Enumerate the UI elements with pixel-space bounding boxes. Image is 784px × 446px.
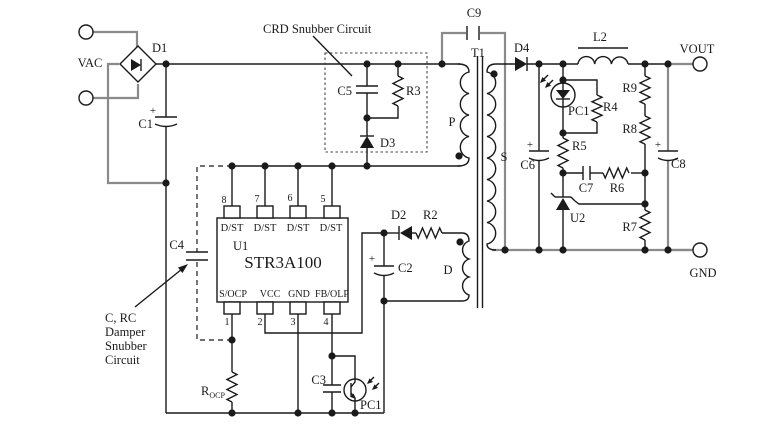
c4-label: C4	[169, 238, 184, 252]
pin1-function-label: S/OCP	[219, 289, 247, 300]
cap-c2	[373, 265, 395, 277]
aux-winding-label: D	[443, 263, 452, 277]
d4-label: D4	[514, 41, 530, 55]
ic-u1-str3a100	[216, 205, 349, 315]
c9-label: C9	[467, 6, 482, 20]
d3-label: D3	[380, 136, 395, 150]
c2-plus: +	[369, 253, 375, 265]
crd-snubber-box	[312, 35, 428, 153]
r6-label: R6	[610, 181, 625, 195]
c2-label: C2	[398, 261, 413, 275]
resistor-r7	[638, 209, 652, 241]
pin8-number: 8	[222, 195, 227, 206]
cap-c1	[154, 116, 178, 128]
secondary-polarity-dot	[490, 70, 498, 78]
ac-input-terminals	[78, 24, 94, 106]
t1-label: T1	[471, 46, 485, 60]
r9-label: R9	[622, 81, 637, 95]
r8-label: R8	[622, 122, 637, 136]
u1-part-label: STR3A100	[244, 253, 321, 272]
optocoupler-pc1-led	[540, 74, 576, 108]
crd-snubber-label: CRD Snubber Circuit	[263, 22, 372, 36]
pin7-function-label: D/ST	[254, 223, 277, 234]
transformer-t1	[455, 56, 498, 308]
damper-label-line3: Snubber	[105, 339, 148, 353]
primary-polarity-dot	[455, 152, 463, 160]
pin3-number: 3	[291, 317, 296, 328]
vac-label: VAC	[78, 56, 103, 70]
pc1-led-label: PC1	[568, 104, 590, 118]
diode-d2	[398, 226, 412, 240]
shunt-regulator-u2	[550, 192, 576, 210]
vout-label: VOUT	[680, 42, 715, 56]
primary-winding-label: P	[449, 115, 456, 129]
labels: VAC D1 C1 + CRD Snubber Circuit C5 R3 D3…	[78, 6, 717, 412]
r3-label: R3	[406, 84, 421, 98]
gray-wires	[93, 30, 693, 252]
secondary-winding-label: S	[501, 150, 508, 164]
c8-label: C8	[671, 157, 686, 171]
pin4-number: 4	[324, 317, 329, 328]
pc1-transistor-label: PC1	[360, 398, 382, 412]
pin3-function-label: GND	[288, 289, 310, 300]
gnd-label: GND	[689, 266, 716, 280]
pin6-function-label: D/ST	[287, 223, 310, 234]
resistor-r3	[391, 75, 405, 107]
cap-c5	[356, 85, 378, 94]
pin6-number: 6	[288, 193, 293, 204]
cap-c7	[582, 166, 591, 180]
r5-label: R5	[572, 139, 587, 153]
r2-label: R2	[423, 208, 438, 222]
c8-plus: +	[655, 139, 661, 151]
c6-plus: +	[527, 139, 533, 151]
diode-d3	[360, 135, 374, 148]
c5-label: C5	[337, 84, 352, 98]
rocp-label: ROCP	[201, 384, 225, 400]
c3-label: C3	[311, 373, 326, 387]
cap-c9	[466, 26, 480, 40]
r4-label: R4	[603, 100, 618, 114]
c7-label: C7	[579, 181, 594, 195]
pin2-number: 2	[258, 317, 263, 328]
pin7-number: 7	[255, 194, 260, 205]
c6-label: C6	[520, 158, 535, 172]
aux-polarity-dot	[456, 238, 464, 246]
diode-d4	[515, 57, 528, 71]
junction-dots	[162, 60, 672, 417]
damper-label-line1: C, RC	[105, 311, 136, 325]
resistor-r9	[638, 75, 652, 105]
cap-c8	[657, 150, 679, 162]
output-terminals	[692, 56, 708, 258]
resistor-r8	[638, 115, 652, 145]
damper-label-line2: Damper	[105, 325, 146, 339]
pin8-function-label: D/ST	[221, 223, 244, 234]
resistor-r6	[602, 166, 630, 180]
optocoupler-pc1-transistor	[343, 376, 380, 402]
pin5-number: 5	[321, 194, 326, 205]
cap-c6	[528, 150, 550, 162]
inductor-l2	[577, 47, 629, 65]
r7-label: R7	[622, 220, 637, 234]
pin4-function-label: FB/OLP	[315, 289, 349, 300]
resistor-r5	[556, 137, 570, 169]
d1-label: D1	[152, 41, 167, 55]
u1-ref-label: U1	[233, 239, 248, 253]
pin5-function-label: D/ST	[320, 223, 343, 234]
cap-c3	[323, 384, 341, 393]
u2-label: U2	[570, 211, 585, 225]
pin1-number: 1	[225, 317, 230, 328]
d2-label: D2	[391, 208, 406, 222]
c1-label: C1	[138, 117, 153, 131]
bridge-rectifier-d1	[119, 45, 157, 83]
l2-label: L2	[593, 30, 607, 44]
damper-snubber-dashed	[134, 165, 232, 341]
c1-plus: +	[150, 105, 156, 117]
resistor-r2	[415, 226, 443, 240]
pin2-function-label: VCC	[260, 289, 281, 300]
damper-label-line4: Circuit	[105, 353, 140, 367]
resistor-rocp	[225, 371, 239, 403]
resistor-r4	[590, 94, 604, 123]
